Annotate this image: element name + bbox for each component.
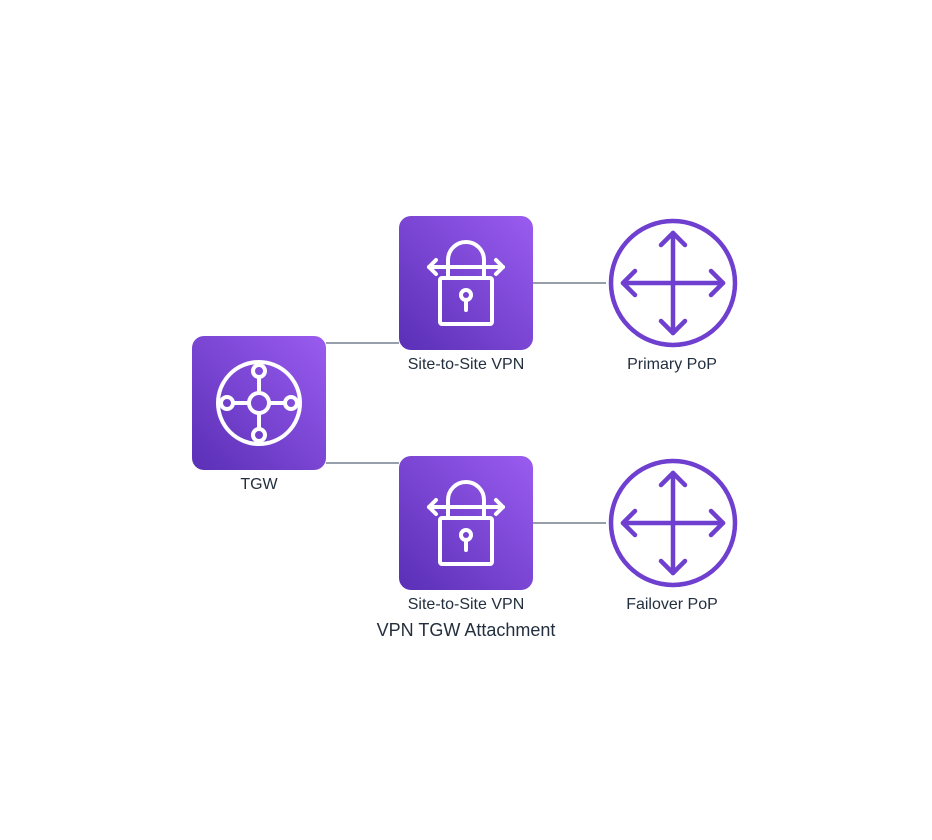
tgw-label: TGW (240, 476, 278, 493)
primary-pop-label: Primary PoP (627, 356, 717, 373)
transit-gateway-icon[interactable] (192, 336, 326, 470)
site-to-site-vpn-icon[interactable] (399, 216, 533, 350)
vpn-tgw-attachment-label: VPN TGW Attachment (376, 620, 556, 640)
connectors (326, 282, 606, 524)
vpn-failover-label: Site-to-Site VPN (407, 596, 525, 613)
failover-pop-label: Failover PoP (626, 596, 718, 613)
router-icon[interactable] (608, 458, 738, 588)
site-to-site-vpn-icon[interactable] (399, 456, 533, 590)
vpn-primary-label: Site-to-Site VPN (407, 356, 525, 373)
router-icon[interactable] (608, 218, 738, 348)
